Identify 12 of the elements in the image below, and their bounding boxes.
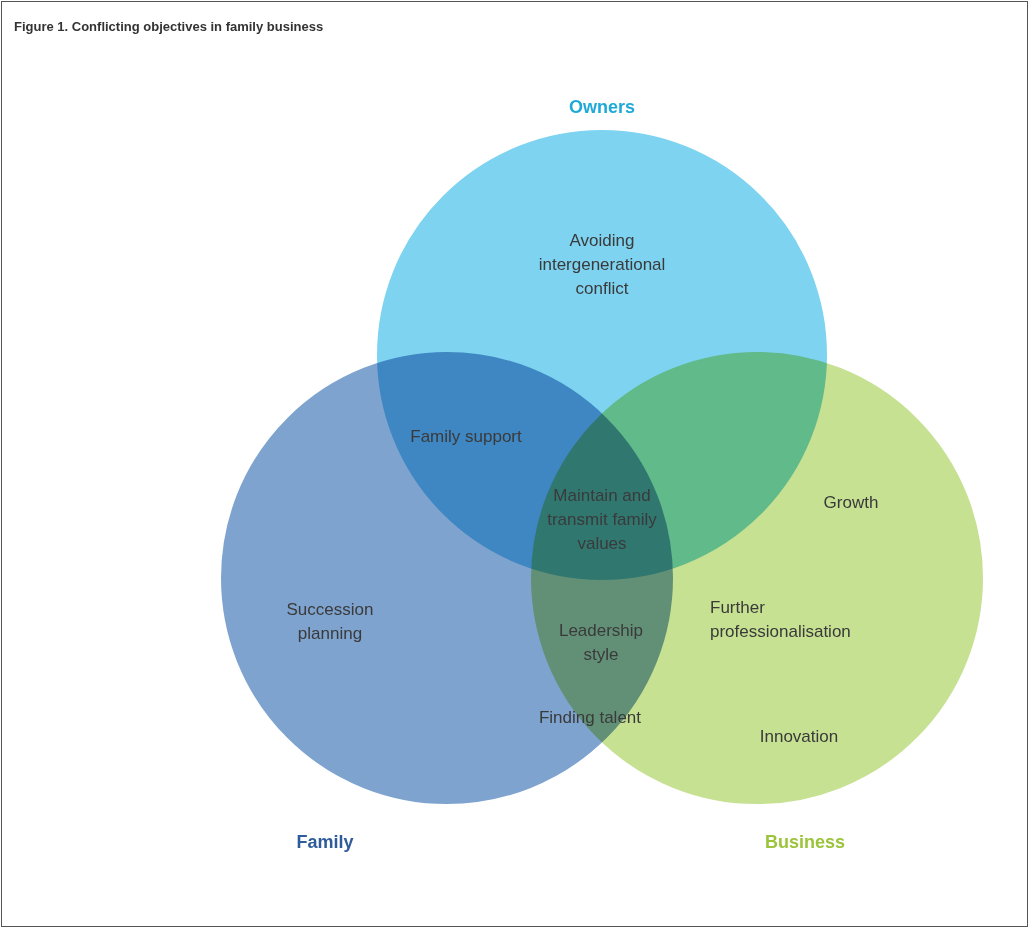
overlap-text: Maintain and transmit family values: [547, 485, 657, 555]
objective-text: Growth: [822, 492, 880, 514]
objective-text: Avoiding intergenerational conflict: [537, 230, 667, 300]
objective-text: Succession planning: [285, 599, 375, 645]
overlap-text: Leadership style: [557, 620, 645, 666]
overlap-text: Family support: [409, 426, 523, 448]
circle-heading: Family: [295, 831, 355, 854]
figure-title: Figure 1. Conflicting objectives in family business: [14, 19, 324, 34]
circle-heading: Owners: [568, 96, 636, 119]
objective-text: Innovation: [758, 726, 840, 748]
objective-text: Further professionalisation: [710, 597, 852, 643]
circle-heading: Business: [763, 831, 846, 854]
